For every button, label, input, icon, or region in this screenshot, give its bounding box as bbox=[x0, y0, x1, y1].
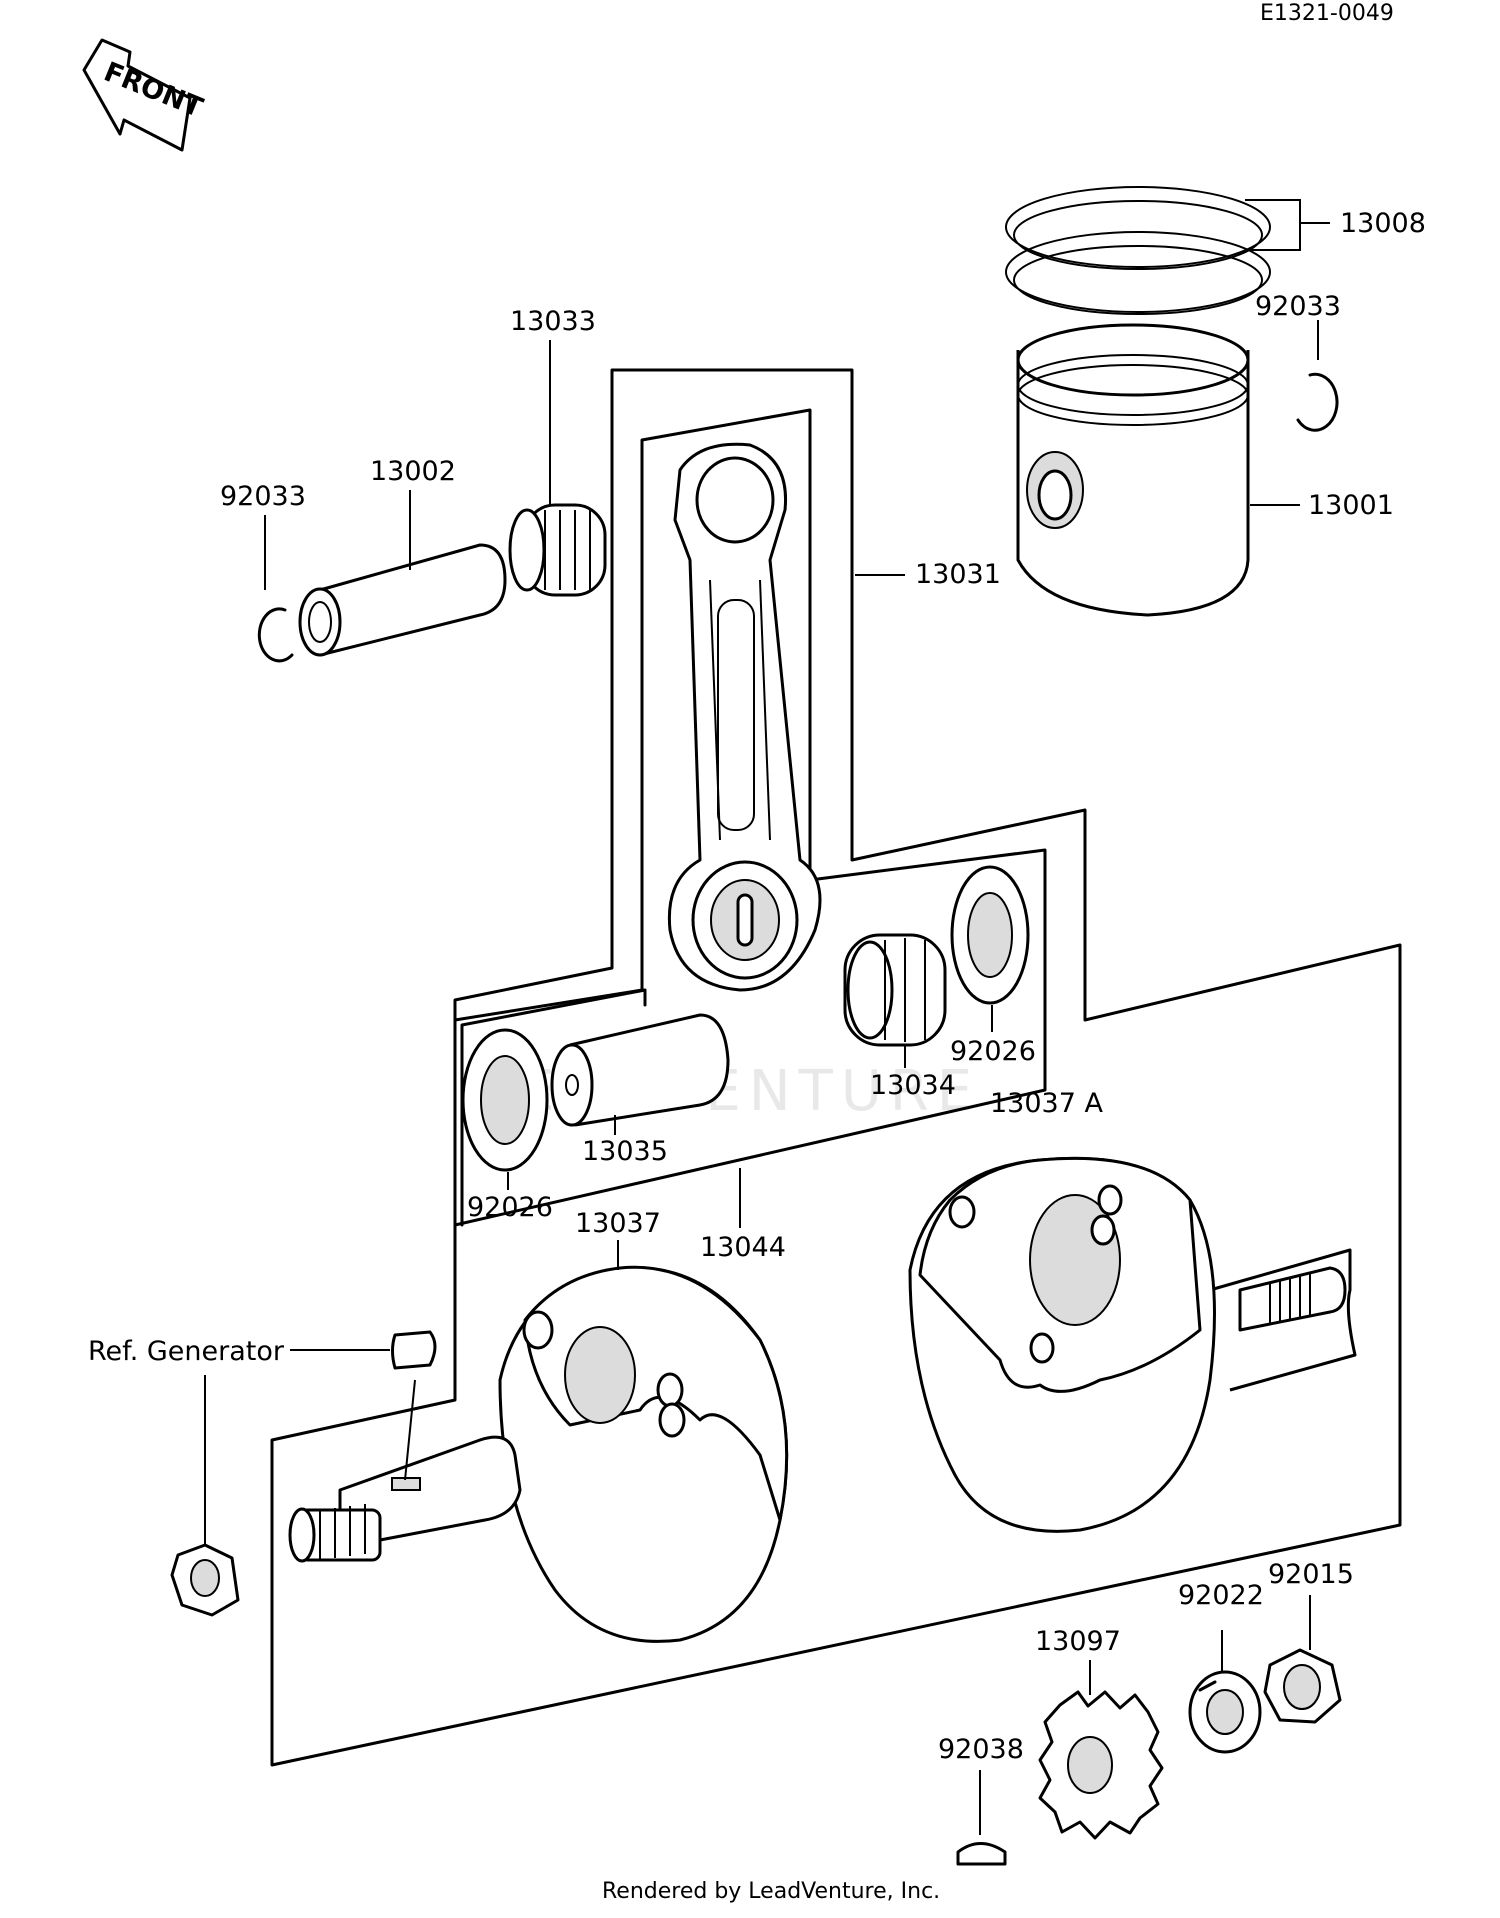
piston-pin bbox=[298, 543, 507, 657]
nut-left bbox=[170, 1543, 240, 1617]
callout-13002: 13002 bbox=[370, 456, 456, 487]
callout-13097: 13097 bbox=[1035, 1626, 1121, 1657]
connecting-rod bbox=[667, 442, 822, 992]
callout-13044: 13044 bbox=[700, 1232, 786, 1263]
big-end-bearing bbox=[843, 933, 947, 1047]
callout-ref-generator: Ref. Generator bbox=[88, 1336, 285, 1367]
small-end-bearing bbox=[508, 503, 607, 597]
footer-text: Rendered by LeadVenture, Inc. bbox=[602, 1879, 940, 1904]
callout-92022: 92022 bbox=[1178, 1580, 1264, 1611]
callout-13033: 13033 bbox=[510, 306, 596, 337]
rings-bracket bbox=[1245, 199, 1301, 251]
nut-right bbox=[1263, 1648, 1342, 1724]
flywheel-left bbox=[288, 1265, 789, 1643]
key-icon bbox=[956, 1842, 1007, 1866]
thrust-washer-right bbox=[950, 865, 1030, 1005]
gear-icon bbox=[1038, 1690, 1164, 1840]
callout-13037: 13037 bbox=[575, 1208, 661, 1239]
lockwasher-icon bbox=[1188, 1670, 1262, 1754]
woodruff-key-icon bbox=[391, 1330, 437, 1370]
callout-92038: 92038 bbox=[938, 1734, 1024, 1765]
callout-13001: 13001 bbox=[1308, 490, 1394, 521]
crank-pin-outline bbox=[460, 988, 647, 1227]
thrust-washer-left bbox=[461, 1028, 549, 1172]
front-arrow-icon: FRONT bbox=[82, 38, 207, 152]
callout-13031: 13031 bbox=[915, 559, 1001, 590]
piston-rings bbox=[1005, 186, 1271, 315]
callout-92033-left: 92033 bbox=[220, 481, 306, 512]
callout-13034: 13034 bbox=[870, 1070, 956, 1101]
callout-13035: 13035 bbox=[582, 1136, 668, 1167]
diagram-code: E1321-0049 bbox=[1260, 1, 1394, 26]
piston bbox=[1016, 323, 1250, 617]
callout-92026-left: 92026 bbox=[467, 1192, 553, 1223]
conrod-outline bbox=[453, 408, 1047, 1227]
flywheel-right bbox=[908, 1156, 1357, 1533]
callout-13037a: 13037 A bbox=[990, 1088, 1103, 1119]
callout-92015: 92015 bbox=[1268, 1559, 1354, 1590]
snap-ring-left bbox=[257, 607, 294, 663]
snap-ring-right bbox=[1296, 372, 1339, 432]
callout-92033-right: 92033 bbox=[1255, 291, 1341, 322]
callout-13008: 13008 bbox=[1340, 208, 1426, 239]
callout-92026-right: 92026 bbox=[950, 1036, 1036, 1067]
crank-pin bbox=[550, 1013, 730, 1127]
